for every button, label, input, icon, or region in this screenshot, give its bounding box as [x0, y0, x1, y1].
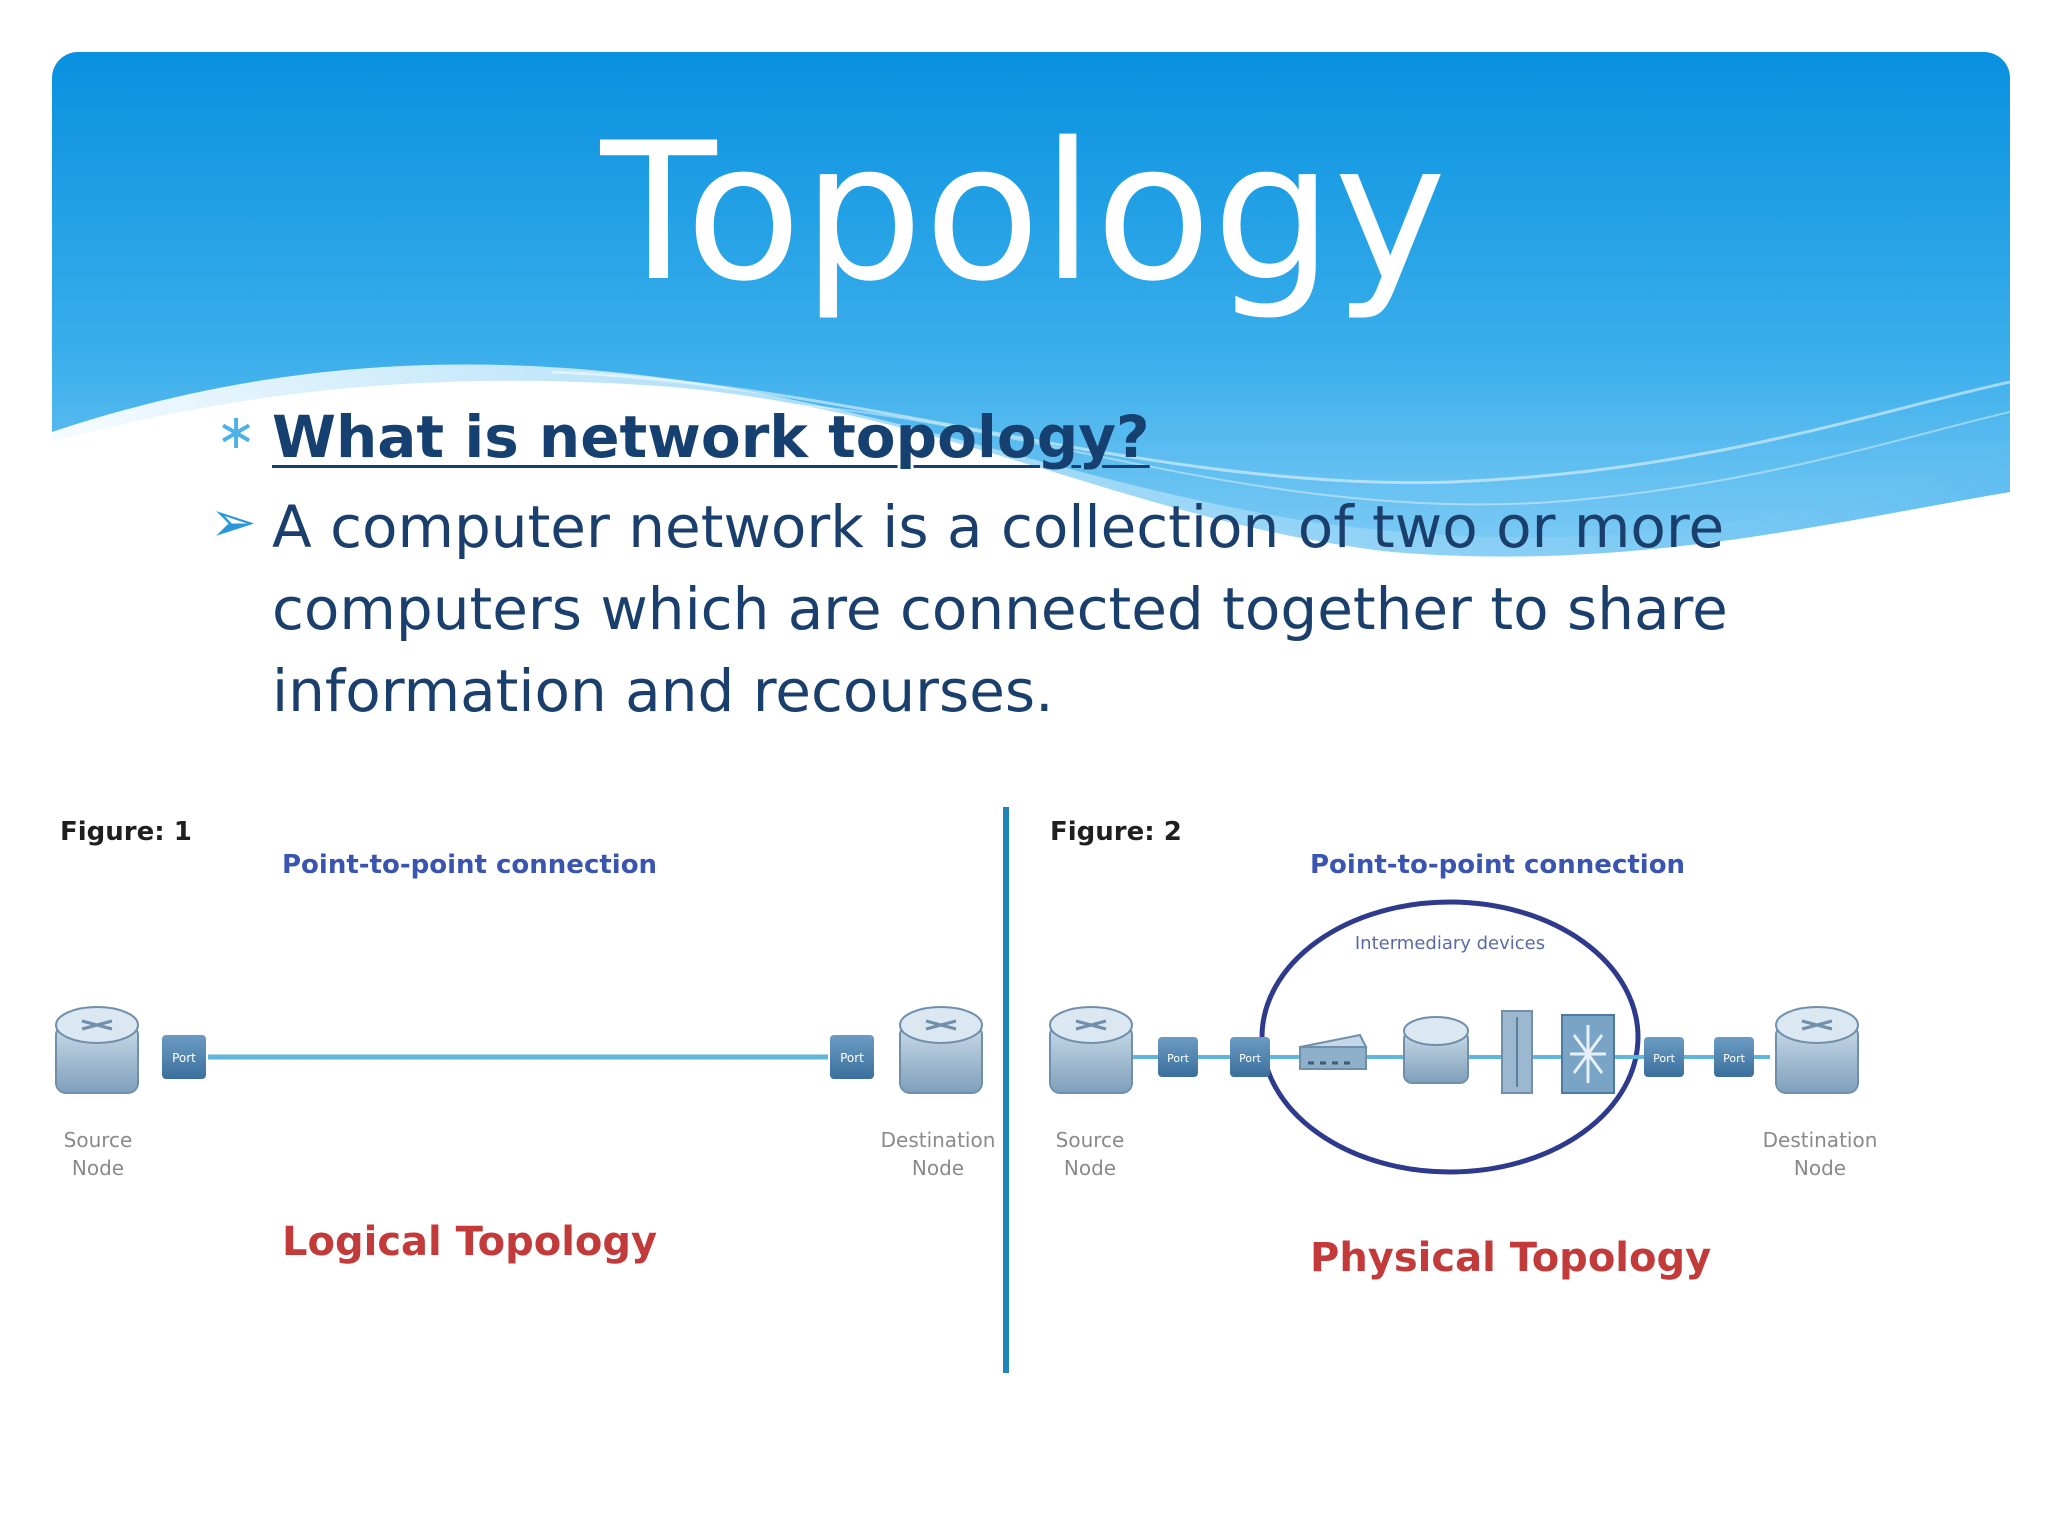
slide-title: Topology	[600, 102, 1448, 323]
svg-text:Port: Port	[1653, 1052, 1675, 1065]
figure1-source-router	[55, 1006, 139, 1094]
figure2-destination-label-line2: Node	[1794, 1156, 1846, 1180]
arrow-right-icon: ➢	[210, 490, 257, 555]
header-wave-background	[52, 52, 2010, 602]
intermediary-router	[1403, 1016, 1469, 1084]
figure2-source-router	[1049, 1006, 1133, 1094]
figure1-source-label-line2: Node	[72, 1156, 124, 1180]
figure2-source-label-line2: Node	[1064, 1156, 1116, 1180]
content-area: ∗ What is network topology? ➢ A computer…	[210, 398, 1770, 732]
header-banner	[52, 52, 2010, 602]
asterisk-icon: ∗	[216, 404, 257, 460]
question-heading: What is network topology?	[272, 403, 1150, 471]
figure1-destination-port: Port	[830, 1035, 874, 1079]
figure2-destination-router	[1775, 1006, 1859, 1094]
svg-text:Port: Port	[1239, 1052, 1261, 1065]
figure1-caption: Point-to-point connection	[282, 850, 657, 880]
svg-text:Port: Port	[1167, 1052, 1189, 1065]
figure1-source-label-line1: Source	[64, 1128, 133, 1152]
figure2-port-4: Port	[1714, 1037, 1754, 1077]
figure2-port-1: Port	[1158, 1037, 1198, 1077]
figure2-source-label-line1: Source	[1056, 1128, 1125, 1152]
figure2-topology-label: Physical Topology	[1310, 1235, 1711, 1281]
figure2-port-3: Port	[1644, 1037, 1684, 1077]
answer-text: A computer network is a collection of tw…	[272, 493, 1728, 725]
figure1-destination-label-line1: Destination	[881, 1128, 996, 1152]
figure2-port-2: Port	[1230, 1037, 1270, 1077]
figure2-caption: Point-to-point connection	[1310, 850, 1685, 880]
switch-device	[1561, 1014, 1615, 1094]
svg-text:Port: Port	[1723, 1052, 1745, 1065]
figure1-source-port: Port	[162, 1035, 206, 1079]
diagram-canvas: Figure: 1 Point-to-point connection Port…	[55, 807, 1878, 1373]
question-row: ∗ What is network topology?	[210, 398, 1770, 476]
topology-diagram: Figure: 1 Point-to-point connection Port…	[30, 785, 2030, 1405]
intermediary-devices-label: Intermediary devices	[1355, 933, 1545, 954]
answer-row: ➢ A computer network is a collection of …	[210, 486, 1770, 732]
figure1-destination-label-line2: Node	[912, 1156, 964, 1180]
figure2-destination-label-line1: Destination	[1763, 1128, 1878, 1152]
svg-text:Port: Port	[840, 1051, 864, 1065]
figure1-label: Figure: 1	[60, 817, 192, 847]
firewall-device	[1501, 1010, 1533, 1094]
figure1-topology-label: Logical Topology	[282, 1219, 657, 1265]
figure2-label: Figure: 2	[1050, 817, 1182, 847]
svg-text:Port: Port	[172, 1051, 196, 1065]
hub-device	[1298, 1033, 1368, 1070]
figure1-destination-router	[899, 1006, 983, 1094]
